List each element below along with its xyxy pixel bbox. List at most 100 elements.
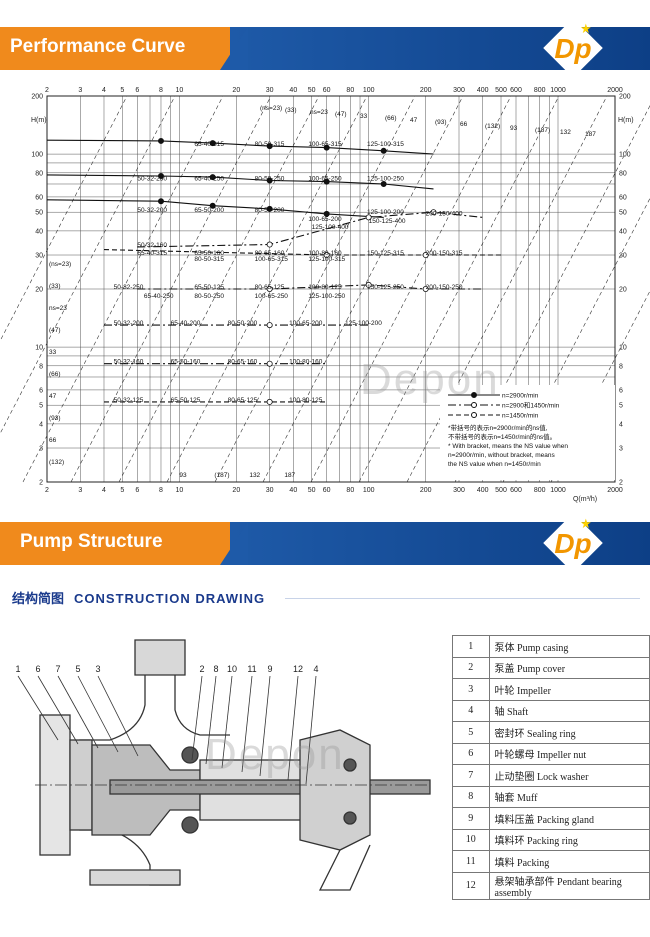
- part-name: 泵盖 Pump cover: [488, 656, 650, 679]
- callout-number: 12: [293, 664, 303, 674]
- y-tick-label: 40: [35, 228, 43, 235]
- data-point: [266, 205, 273, 212]
- ns-label: (ns=23): [260, 105, 282, 112]
- ns-line: [310, 95, 512, 483]
- y-tick-label: 20: [35, 287, 43, 294]
- data-point: [380, 147, 387, 154]
- callout-line: [205, 675, 217, 765]
- chart-note: * With bracket, means the NS value when: [448, 443, 568, 450]
- y-tick-label-right: 60: [619, 194, 627, 201]
- data-point: [365, 214, 372, 221]
- x-tick-label: 1000: [550, 487, 566, 494]
- part-name: 止动垫圈 Lock washer: [488, 764, 650, 787]
- callout-line: [97, 675, 139, 757]
- ns-label: 187: [585, 131, 596, 138]
- x-tick-label: 20: [232, 487, 240, 494]
- part-number: 2: [452, 656, 490, 679]
- part-number: 7: [452, 764, 490, 787]
- data-point: [422, 252, 429, 259]
- x-tick-label: 300: [453, 487, 465, 494]
- pump-model-label: 125-100-315: [308, 256, 345, 263]
- section-title: Performance Curve: [10, 36, 186, 57]
- callout-number: 9: [267, 664, 272, 674]
- y-tick-label-right: 50: [619, 210, 627, 217]
- x-tick-label: 100: [363, 487, 375, 494]
- part-number: 10: [452, 828, 490, 851]
- x-tick-label: 4: [102, 487, 106, 494]
- pump-model-label: 80-50-250: [194, 293, 224, 300]
- part-name: 叶轮螺母 Impeller nut: [488, 742, 650, 765]
- ns-line: [22, 95, 224, 483]
- x-tick-label: 8: [159, 487, 163, 494]
- watermark: Depon: [360, 355, 500, 404]
- x-tick-label-top: 80: [346, 87, 354, 94]
- ns-label: (132): [49, 459, 64, 466]
- pump-model-label: 65-50-200: [194, 207, 224, 214]
- data-point: [323, 178, 330, 185]
- x-tick-label-top: 3: [78, 87, 82, 94]
- pump-model-label: 50-32-250: [114, 284, 144, 291]
- part-name: 叶轮 Impeller: [488, 678, 650, 701]
- part-number: 9: [452, 807, 490, 830]
- x-tick-label-top: 40: [289, 87, 297, 94]
- part-name: 填料 Packing: [488, 850, 650, 873]
- y-tick-label-right: 100: [619, 152, 631, 159]
- pump-model-label: 80-65-125: [255, 284, 285, 291]
- data-point: [266, 177, 273, 184]
- y-tick-label: 6: [39, 387, 43, 394]
- part-name: 泵体 Pump casing: [488, 635, 650, 658]
- callout-line: [17, 675, 59, 741]
- part-name: 轴 Shaft: [488, 699, 650, 722]
- data-point: [266, 285, 273, 292]
- part-name: 悬架轴承部件 Pendant bearing assembly: [488, 871, 650, 900]
- x-tick-label-top: 20: [232, 87, 240, 94]
- x-tick-label-top: 800: [534, 87, 546, 94]
- pump-model-label: 65-50-160: [194, 250, 224, 257]
- pump-model-label: 125-100-250: [308, 293, 345, 300]
- performance-chart: 2233445566881010202030304040505060608080…: [0, 87, 650, 503]
- part-number: 12: [452, 871, 490, 900]
- part-number: 11: [452, 850, 490, 873]
- chart-note: n=2900r/min, without bracket, means: [448, 452, 556, 459]
- pump-model-label: 50-32-200: [114, 320, 144, 327]
- y-tick-label: 100: [31, 152, 43, 159]
- y-tick-label-right: 80: [619, 170, 627, 177]
- pump-model-label: 80-50-315: [255, 141, 285, 148]
- part-number: 6: [452, 742, 490, 765]
- chart-legend: n=2900r/minn=2900和1450r/minn=1450r/min*带…: [440, 385, 615, 480]
- pump-model-label: 100-80-160: [289, 359, 323, 366]
- ns-label: (93): [435, 119, 447, 126]
- x-tick-label-top: 300: [453, 87, 465, 94]
- data-point: [209, 140, 216, 147]
- x-tick-label: 500: [495, 487, 507, 494]
- ns-label: 66: [49, 437, 57, 444]
- callout-line: [287, 675, 299, 781]
- x-tick-label: 200: [420, 487, 432, 494]
- pump-model-label: 100-65-315: [255, 256, 289, 263]
- x-tick-label-top: 60: [323, 87, 331, 94]
- callout-line: [241, 675, 253, 773]
- ns-label: (47): [49, 327, 61, 334]
- y-tick-label: 3: [39, 446, 43, 453]
- y-tick-label: 30: [35, 253, 43, 260]
- x-tick-label-top: 1000: [550, 87, 566, 94]
- legend-box: [440, 385, 615, 480]
- pump-model-label: 100-65-250: [308, 175, 342, 182]
- y-tick-label-right: 10: [619, 345, 627, 352]
- pump-model-label: 65-50-125: [194, 284, 224, 291]
- x-tick-label: 30: [266, 487, 274, 494]
- callout-number: 11: [247, 664, 256, 674]
- x-tick-label: 2000: [607, 487, 623, 494]
- y-tick-label-right: 30: [619, 253, 627, 260]
- y-tick-label-right: 3: [619, 446, 623, 453]
- pump-model-label: 65-40-250: [144, 293, 174, 300]
- pump-model-label: 65-50-125: [171, 397, 201, 404]
- ns-label: ns=23: [310, 109, 328, 116]
- chart-note: the NS value when n=1450r/min: [448, 461, 541, 468]
- legend-marker: [471, 402, 477, 408]
- pump-model-label: 100-80-125: [308, 284, 342, 291]
